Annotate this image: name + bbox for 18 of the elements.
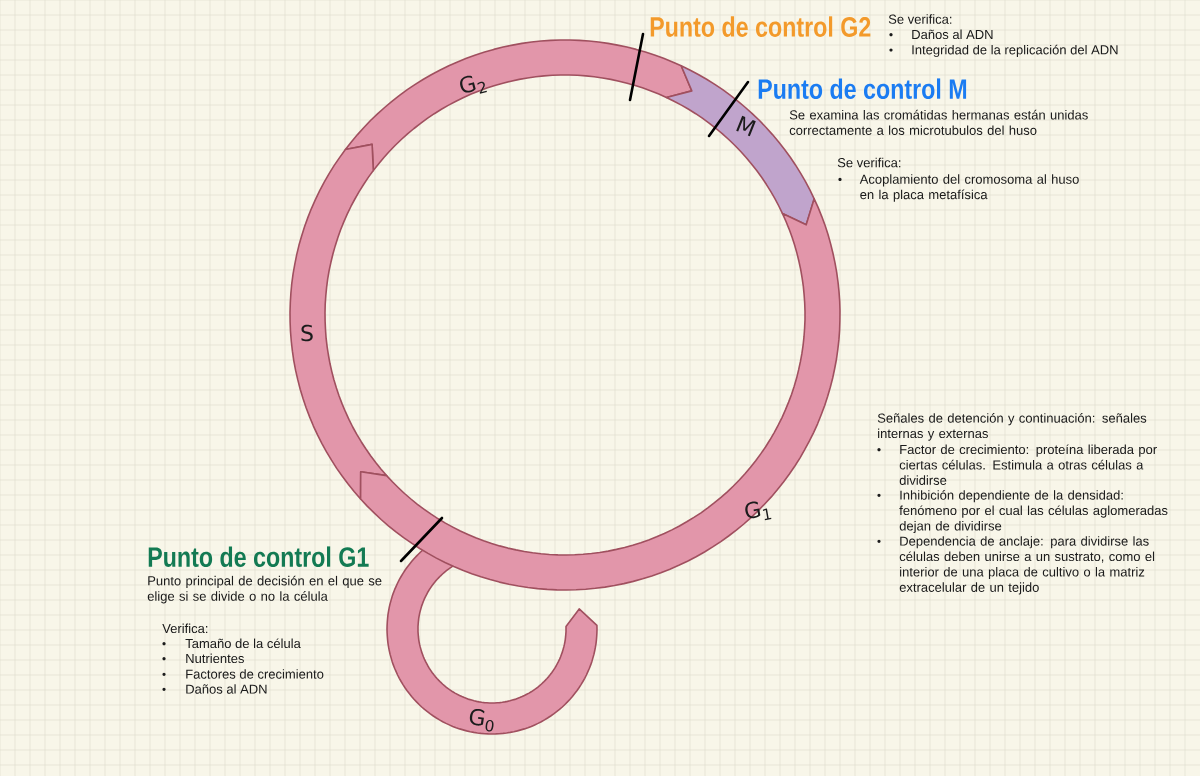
list-item: Nutrientes (186, 653, 244, 664)
list-heading: Se verifica: (888, 14, 952, 24)
phase-segment: G$_{2}$ (344, 39, 693, 172)
list-item: Integridad de la replicación del ADN (912, 44, 1118, 57)
checkpoint-heading: Punto de control G2 (650, 16, 871, 37)
list-item: Inhibición dependiente de la densidad: fenómeno por el cual las células aglomeradas dejan de dividirse (899, 490, 1168, 534)
phase-segment: S (289, 143, 388, 500)
phase-segment: G$_{0}$ (386, 535, 598, 735)
list-item: Dependencia de anclaje: para dividirse las células deben unirse a un sustrato, como el interior de una placa de cultivo o la matriz extracelular de un tejido (899, 536, 1155, 595)
list-heading: Verifica: (162, 623, 208, 634)
list-item: Factor de crecimiento: proteína liberada por ciertas células. Estimula a otras células a dividirse (899, 444, 1157, 485)
list-item: Daños al ADN (186, 684, 267, 694)
list-item: Acoplamiento del cromosoma al huso en la placa metafísica (859, 174, 1079, 202)
description-text: Señales de detención y continuación: señales internas y externas (877, 413, 1147, 441)
list-heading: Se verifica: (837, 157, 901, 168)
list-item: Tamaño de la célula (185, 638, 301, 649)
list-item: Factores de crecimiento (186, 669, 324, 679)
list-item: Daños al ADN (912, 29, 993, 40)
